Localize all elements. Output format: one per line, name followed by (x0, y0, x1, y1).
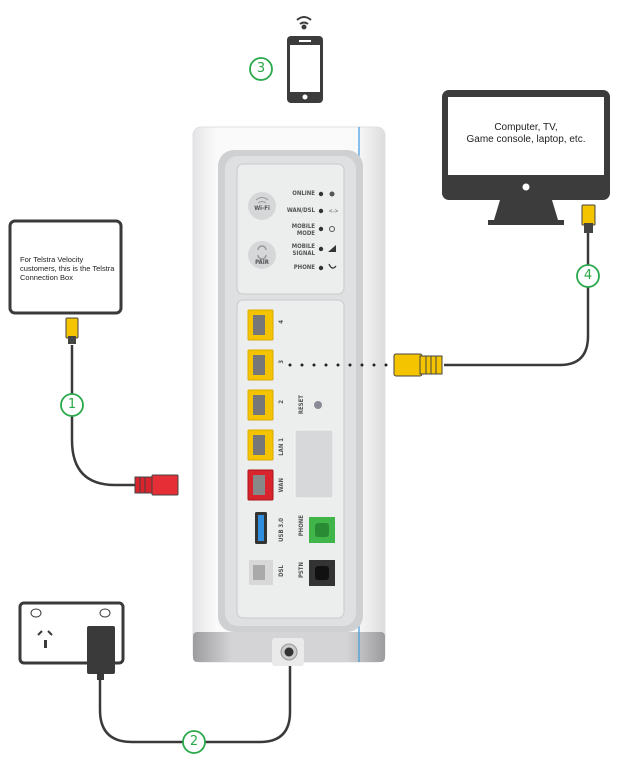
led-dots: <-> (318, 191, 339, 271)
led-mobile-mode-label: MOBILE MODE (291, 223, 315, 237)
monitor (442, 90, 610, 225)
step-1-number: 1 (67, 397, 77, 412)
monitor-plug (581, 204, 596, 233)
dotted-line (288, 363, 388, 367)
step-3-number: 3 (256, 61, 266, 76)
step-2-number: 2 (189, 734, 199, 749)
step-4-number: 4 (583, 268, 593, 283)
connection-box-plug (65, 317, 79, 344)
wifi-icon (296, 16, 312, 30)
cable-1 (70, 345, 135, 487)
connection-box (8, 219, 123, 315)
wifi-button[interactable]: Wi-Fi (254, 205, 270, 212)
lan-ports (247, 309, 274, 461)
port-usb-label: USB 3.0 (278, 518, 285, 542)
led-wan-dsl-label: WAN/DSL (286, 207, 315, 214)
svg-text:<->: <-> (329, 209, 339, 215)
monitor-label-line2: Game console, laptop, etc. (466, 134, 586, 145)
port-lan1-label: LAN 1 (278, 438, 285, 456)
lan-plug (393, 353, 443, 377)
led-phone-label: PHONE (293, 264, 315, 271)
led-mobile-signal-label: MOBILE SIGNAL (291, 243, 315, 257)
port-dsl-label: DSL (278, 565, 285, 577)
power-outlet (18, 601, 125, 680)
smartphone (287, 36, 323, 103)
led-online-label: ONLINE (292, 190, 315, 197)
reset-button (314, 401, 322, 409)
step-1-circle (60, 393, 84, 417)
monitor-label-line1: Computer, TV, (494, 122, 558, 133)
port-lan3-label: 3 (278, 360, 285, 364)
step-3-circle (249, 57, 273, 81)
port-phone-label: PHONE (298, 515, 305, 537)
port-lan4-label: 4 (278, 320, 285, 324)
cable-2 (98, 655, 292, 744)
connection-box-label: For Telstra Velocity customers, this is … (20, 255, 115, 282)
step-2-circle (182, 730, 206, 754)
port-pstn-label: PSTN (298, 562, 305, 579)
pair-button[interactable]: PAIR (255, 259, 269, 266)
port-lan2-label: 2 (278, 400, 285, 404)
label-area (294, 429, 334, 499)
reset-label: RESET (298, 395, 305, 415)
step-4-circle (576, 264, 600, 288)
port-wan-label: WAN (278, 478, 285, 493)
wan-plug (134, 474, 179, 496)
cable-4 (444, 232, 590, 367)
